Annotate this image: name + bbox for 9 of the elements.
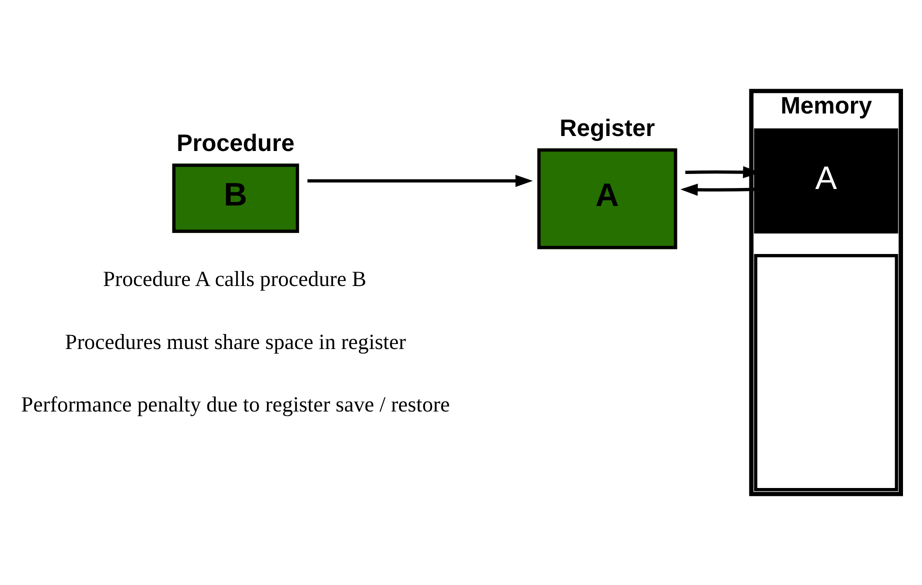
node-label: Register [560,115,655,142]
label: Procedures must share space in register [65,330,406,354]
arrow [307,174,533,187]
label: Procedure A calls procedure B [102,267,366,291]
label: Performance penalty due to register save / restore [21,392,450,417]
arrow [680,184,756,196]
node-box [754,254,898,492]
node-label: Procedure [176,130,294,158]
node-box: A [754,128,898,234]
